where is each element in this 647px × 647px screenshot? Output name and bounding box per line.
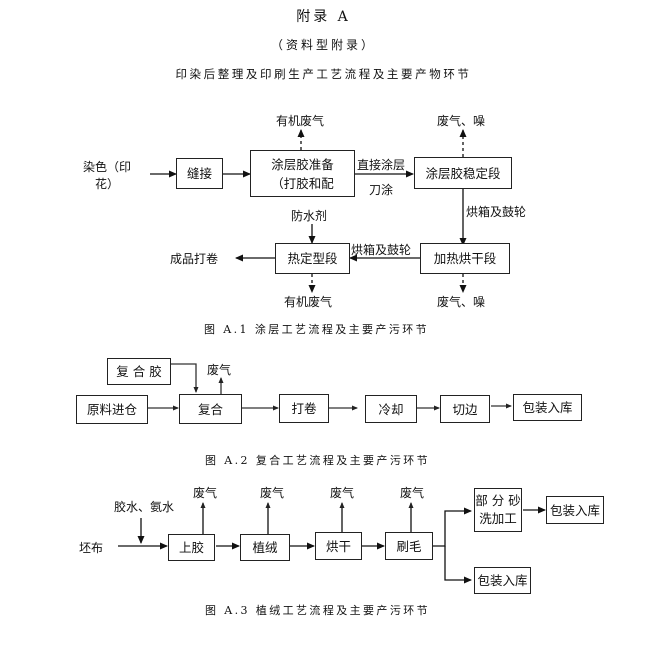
- box-sewing-label: 缝接: [186, 166, 212, 181]
- label-additives: 胶水、氨水: [114, 500, 175, 514]
- arrow-glue-to-laminate: [170, 363, 199, 393]
- label-waste-gas-3: 废气: [330, 486, 355, 500]
- label-greige-fabric: 坯布: [79, 541, 104, 555]
- label-oven-drum-1: 烘箱及鼓轮: [466, 205, 527, 219]
- box-sewing: 缝接: [176, 158, 223, 189]
- box-drying-label: 烘干: [325, 538, 351, 554]
- input-line-2: 花）: [95, 177, 120, 191]
- caption-figure-a2: 图 A.2 复合工艺流程及主要产污环节: [205, 454, 431, 467]
- box-edge-cut-label: 切边: [452, 401, 478, 417]
- label-waste-gas: 废气: [207, 363, 232, 377]
- input-line-1: 染色（印: [83, 160, 132, 174]
- arrow-brushing-to-packing2: [444, 546, 472, 584]
- box-packing-2-label: 包装入库: [477, 573, 528, 588]
- caption-figure-a3: 图 A.3 植绒工艺流程及主要产污环节: [205, 604, 431, 617]
- label-direct-coating: 直接涂层: [357, 158, 406, 172]
- box-packing: 包装入库: [513, 394, 582, 421]
- label-waste-gas-2: 废气: [260, 486, 285, 500]
- box-composite-glue: 复 合 胶: [107, 358, 171, 385]
- arrow-brushing-to-sandwash: [432, 507, 472, 547]
- box-packing-1-label: 包装入库: [549, 502, 600, 518]
- box-brushing-label: 刷毛: [396, 538, 422, 554]
- label-waste-gas-1: 废气: [193, 486, 218, 500]
- box-raw-material: 原料进仓: [76, 395, 148, 424]
- box-coating-stabilize: 涂层胶稳定段: [414, 157, 512, 189]
- box-packing-label: 包装入库: [522, 400, 573, 415]
- box-coating-stabilize-label: 涂层胶稳定段: [425, 165, 501, 181]
- box-coating-prep-line1: 涂层胶准备: [271, 156, 334, 172]
- box-rolling: 打卷: [279, 394, 329, 423]
- box-rolling-label: 打卷: [291, 401, 317, 416]
- label-organic-gas-top: 有机废气: [276, 114, 325, 128]
- caption-figure-a1: 图 A.1 涂层工艺流程及主要产污环节: [204, 323, 430, 336]
- box-laminate-label: 复合: [197, 401, 223, 417]
- box-heat-set-label: 热定型段: [287, 251, 338, 266]
- box-heat-set: 热定型段: [275, 243, 350, 274]
- box-drying: 烘干: [315, 532, 362, 560]
- box-sand-wash-line2: 洗加工: [479, 511, 517, 526]
- box-laminate: 复合: [179, 394, 242, 424]
- box-raw-material-label: 原料进仓: [86, 402, 137, 417]
- box-heat-dry: 加热烘干段: [420, 243, 510, 274]
- main-title: 印染后整理及印刷生产工艺流程及主要产物环节: [175, 67, 472, 81]
- label-gas-noise-bottom: 废气、噪: [437, 295, 486, 309]
- box-glue-apply: 上胶: [168, 534, 215, 561]
- box-packing-2: 包装入库: [474, 567, 531, 594]
- appendix-title: 附录 A: [296, 9, 351, 25]
- box-cooling-label: 冷却: [378, 401, 404, 417]
- label-knife-coating: 刀涂: [369, 183, 394, 197]
- box-flocking-label: 植绒: [252, 540, 278, 555]
- label-gas-noise-top: 废气、噪: [437, 114, 486, 128]
- label-finished-rolling: 成品打卷: [170, 252, 219, 266]
- box-heat-dry-label: 加热烘干段: [433, 251, 497, 266]
- label-waterproof-agent: 防水剂: [291, 209, 328, 223]
- box-packing-1: 包装入库: [546, 496, 604, 524]
- box-sand-wash-line1: 部 分 砂: [475, 493, 521, 508]
- input-dyeing-printing: 染色（印 花）: [83, 159, 131, 193]
- box-sand-wash: 部 分 砂 洗加工: [474, 488, 522, 532]
- box-coating-prep: 涂层胶准备 （打胶和配: [250, 150, 355, 197]
- box-glue-apply-label: 上胶: [178, 540, 204, 555]
- label-organic-gas-bottom: 有机废气: [284, 295, 333, 309]
- box-coating-prep-line2: （打胶和配: [271, 175, 334, 191]
- box-flocking: 植绒: [240, 534, 290, 561]
- box-cooling: 冷却: [365, 395, 417, 423]
- box-composite-glue-label: 复 合 胶: [116, 364, 162, 379]
- box-brushing: 刷毛: [385, 532, 433, 560]
- label-waste-gas-4: 废气: [400, 486, 425, 500]
- label-oven-drum-2: 烘箱及鼓轮: [351, 243, 412, 257]
- appendix-type: （资料型附录）: [270, 38, 376, 52]
- box-edge-cut: 切边: [440, 395, 490, 423]
